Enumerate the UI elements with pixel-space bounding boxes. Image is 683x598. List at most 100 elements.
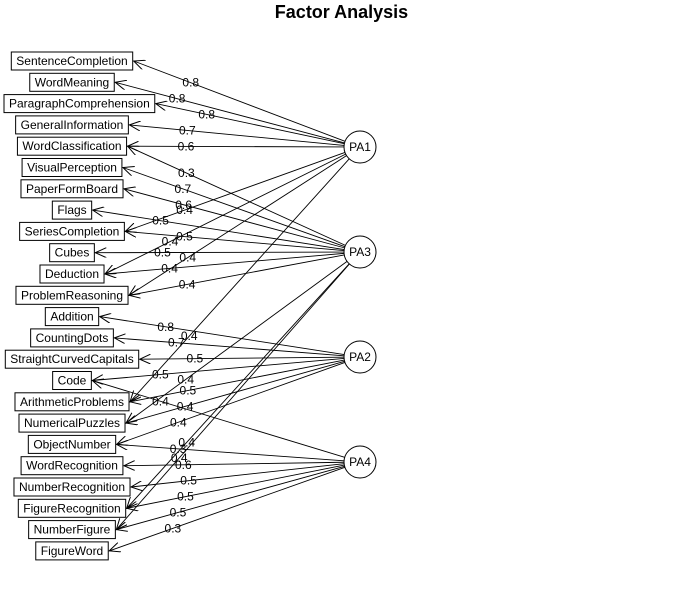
variable-box <box>28 520 116 540</box>
variable-label: WordRecognition <box>26 459 118 473</box>
variable-box <box>30 328 114 348</box>
loading-edge-pa3-number-figure <box>116 263 350 530</box>
loading-edge-pa3-problem-reasoning <box>129 254 345 295</box>
loading-edge-pa4-figure-recognition <box>127 464 345 508</box>
factor-label: PA3 <box>349 245 371 259</box>
loading-edge-pa3-flags <box>93 210 345 250</box>
factor-label: PA1 <box>349 140 371 154</box>
variable-node-figure-recognition: FigureRecognition <box>17 498 127 518</box>
variable-label: FigureWord <box>41 544 103 558</box>
loading-value: 0.6 <box>178 139 195 153</box>
variable-box <box>51 200 93 220</box>
loading-edge-pa2-addition <box>100 317 345 356</box>
loading-edge-pa1-paragraph-comprehension <box>156 104 345 145</box>
variable-box <box>15 285 129 305</box>
variable-label: SeriesCompletion <box>25 224 120 238</box>
loading-edge-pa3-deduction <box>105 252 345 274</box>
factor-node-pa2: PA2 <box>343 340 377 374</box>
variable-box <box>16 136 128 156</box>
variable-box <box>52 371 92 390</box>
variable-node-arithmetic-problems: ArithmeticProblems <box>14 392 130 412</box>
variable-box <box>35 541 109 561</box>
loading-value: 0.6 <box>175 198 192 212</box>
loading-value: 0.4 <box>161 261 178 275</box>
loading-edge-pa1-arithmetic-problems <box>130 158 350 402</box>
factor-node-pa3: PA3 <box>343 235 377 269</box>
loading-edge-pa1-problem-reasoning <box>129 155 347 296</box>
variable-label: GeneralInformation <box>21 118 124 132</box>
factor-circle <box>343 130 377 164</box>
loading-value: 0.3 <box>165 521 182 535</box>
variable-label: WordMeaning <box>35 75 109 89</box>
loading-value: 0.4 <box>179 277 196 291</box>
loading-value: 0.4 <box>162 235 179 249</box>
variable-label: Addition <box>50 310 93 324</box>
variable-node-number-recognition: NumberRecognition <box>13 477 131 497</box>
loading-value: 0.7 <box>168 336 185 350</box>
variable-node-addition: Addition <box>44 307 100 327</box>
variable-box <box>49 243 95 263</box>
variable-label: StraightCurvedCapitals <box>10 352 133 366</box>
factor-label: PA2 <box>349 350 371 364</box>
loading-edge-pa2-straight-curved-capitals <box>140 357 345 359</box>
variable-box <box>4 349 140 369</box>
loading-edges <box>92 61 350 551</box>
variable-box <box>21 158 123 177</box>
variable-box <box>10 51 134 71</box>
loading-edge-pa2-object-number <box>117 361 346 444</box>
variable-label: NumericalPuzzles <box>24 416 120 430</box>
variable-label: WordClassification <box>22 139 121 153</box>
loading-value: 0.7 <box>175 182 192 196</box>
loading-edge-pa2-counting-dots <box>114 338 345 357</box>
loading-edge-pa4-number-recognition <box>131 463 345 487</box>
loading-edge-pa2-arithmetic-problems <box>130 359 345 402</box>
loading-value: 0.3 <box>170 442 187 456</box>
variable-box <box>20 456 124 476</box>
loading-edge-pa4-number-figure <box>116 465 345 529</box>
loading-value: 0.8 <box>182 76 199 90</box>
loading-value: 0.4 <box>152 394 169 408</box>
loading-value: 0.8 <box>198 107 215 121</box>
loading-value: 0.8 <box>169 92 186 106</box>
loading-edge-pa1-sentence-completion <box>134 61 346 142</box>
variable-box <box>14 392 130 412</box>
variable-box <box>13 477 131 497</box>
loading-edge-pa1-word-meaning <box>115 82 345 144</box>
loading-edge-pa2-code <box>92 357 345 380</box>
variable-node-deduction: Deduction <box>39 264 105 284</box>
factor-node-pa4: PA4 <box>343 445 377 479</box>
loading-value: 0.8 <box>157 320 174 334</box>
variable-label: Code <box>58 374 87 388</box>
variable-box <box>27 434 117 454</box>
variable-box <box>44 307 100 327</box>
loading-edge-pa3-numerical-puzzles <box>126 261 348 423</box>
loading-value: 0.4 <box>177 399 194 413</box>
variable-node-word-recognition: WordRecognition <box>20 456 124 476</box>
loading-edge-pa1-word-classification <box>128 146 345 147</box>
factor-circle <box>343 340 377 374</box>
variable-label: Flags <box>57 203 86 217</box>
loading-edge-pa3-series-completion <box>125 231 345 252</box>
variable-box <box>29 72 115 92</box>
variable-box <box>18 413 126 433</box>
variable-box <box>3 94 156 114</box>
loading-value: 0.4 <box>178 435 195 449</box>
loading-edge-pa2-numerical-puzzles <box>126 360 345 423</box>
loading-edge-pa4-code <box>92 381 345 458</box>
variable-label: SentenceCompletion <box>16 54 127 68</box>
variable-label: ProblemReasoning <box>21 288 123 302</box>
loading-value: 0.4 <box>181 329 198 343</box>
loading-value: 0.5 <box>180 474 197 488</box>
variable-node-straight-curved-capitals: StraightCurvedCapitals <box>4 349 140 369</box>
variable-node-object-number: ObjectNumber <box>27 434 117 454</box>
factor-node-pa1: PA1 <box>343 130 377 164</box>
loading-value: 0.6 <box>175 458 192 472</box>
variable-label: Cubes <box>55 246 90 260</box>
loading-value: 0.4 <box>176 203 193 217</box>
loading-value: 0.4 <box>179 251 196 265</box>
loading-value: 0.4 <box>170 415 187 429</box>
loading-value: 0.5 <box>170 505 187 519</box>
variable-node-figure-word: FigureWord <box>35 541 109 561</box>
loading-value: 0.3 <box>178 166 195 180</box>
